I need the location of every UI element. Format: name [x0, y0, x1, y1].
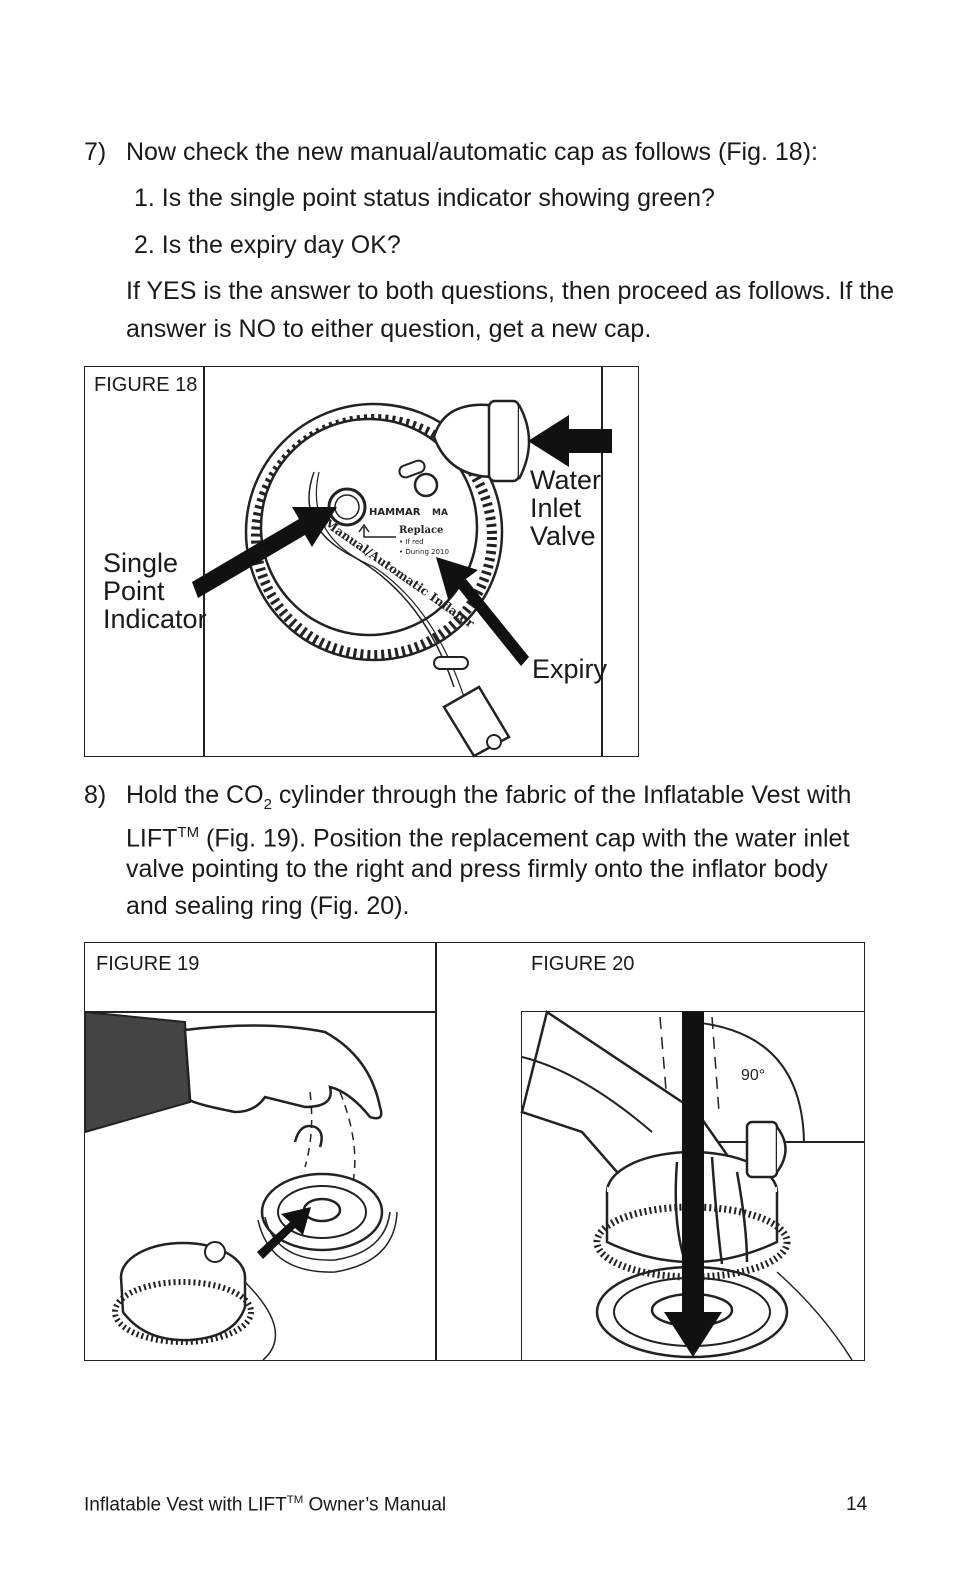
page-number: 14 [846, 1494, 868, 1515]
callout-valve-word: Valve [530, 521, 596, 551]
step-8-line-4: and sealing ring (Fig. 20). [126, 892, 410, 920]
cap-bolt [413, 472, 439, 498]
step-8-line-1: Hold the CO2 cylinder through the fabric… [126, 777, 851, 823]
step-8-line-1b: cylinder through the fabric of the Infla… [271, 781, 852, 809]
figure-18-label: FIGURE 18 [94, 374, 198, 396]
footer-title: Inflatable Vest with LIFTTM Owner’s Manu… [84, 1494, 446, 1516]
figure-19-header-rule [84, 1011, 435, 1013]
callout-single-point-indicator: Single Point Indicator [103, 549, 207, 633]
callout-single-word: Single [103, 548, 179, 578]
hand [183, 1024, 383, 1120]
expiry-arrow [436, 557, 529, 666]
figure-18-frame [84, 366, 639, 757]
footer-tm-superscript: TM [286, 1494, 304, 1506]
cap-if-red-text: • If red [399, 538, 424, 546]
step-8-number: 8) [84, 781, 107, 809]
question-2: 2. Is the expiry day OK? [134, 231, 401, 259]
figure-20-illustration: 90° [520, 1009, 864, 1361]
figure-18-divider-left [203, 366, 205, 757]
callout-water-word: Water [530, 465, 602, 495]
callout-water-inlet-valve: Water Inlet Valve [530, 466, 601, 550]
indicator-arrow [192, 507, 337, 598]
note-line-1: If YES is the answer to both questions, … [126, 277, 895, 305]
cap-outer-ring [244, 402, 504, 662]
cap-replace-text: Replace [399, 525, 443, 536]
step-8-line-2: LIFTTM (Fig. 19). Position the replaceme… [126, 814, 849, 857]
figure-20-frame [521, 1011, 865, 1361]
footer-title-a: Inflatable Vest with LIFT [84, 1494, 287, 1516]
figure-18-illustration: HAMMAR MA Replace • If red • During 2010… [192, 399, 612, 758]
cap-model-text: MA [432, 508, 448, 518]
figure-18-divider-right [601, 366, 603, 757]
step-7-number: 7) [84, 138, 107, 166]
figure-19-20-divider [435, 942, 437, 1361]
step-8-line-2a: LIFT [126, 824, 178, 853]
tm-superscript: TM [177, 824, 200, 841]
press-down-arrow [664, 1012, 722, 1357]
footer-title-b: Owner’s Manual [303, 1494, 447, 1516]
co2-subscript: 2 [263, 796, 272, 813]
callout-inlet-word: Inlet [530, 493, 582, 523]
cap-face [259, 417, 479, 637]
step-7-text: Now check the new manual/automatic cap a… [126, 138, 818, 166]
figure-20-label: FIGURE 20 [531, 953, 635, 975]
angle-label: 90° [741, 1067, 765, 1084]
fig19-arrow [257, 1207, 311, 1259]
step-8-line-1a: Hold the CO [126, 781, 264, 809]
cap-during-text: • During 2010 [399, 548, 449, 556]
callout-expiry: Expiry [532, 654, 608, 684]
sleeve [84, 1010, 192, 1134]
step-8-line-3: valve pointing to the right and press fi… [126, 855, 828, 883]
step-8-line-2b: (Fig. 19). Position the replacement cap … [199, 824, 850, 853]
figure-19-illustration [84, 1010, 398, 1361]
cap-brand-text: HAMMAR [369, 507, 421, 518]
note-line-2: answer is NO to either question, get a n… [126, 315, 652, 343]
question-1: 1. Is the single point status indicator … [134, 184, 715, 212]
angle-arc [691, 1021, 805, 1143]
water-inlet-arrow [528, 415, 612, 467]
figure-19-label: FIGURE 19 [96, 953, 200, 975]
callout-indicator-word: Indicator [103, 604, 207, 634]
callout-point-word: Point [103, 576, 165, 606]
